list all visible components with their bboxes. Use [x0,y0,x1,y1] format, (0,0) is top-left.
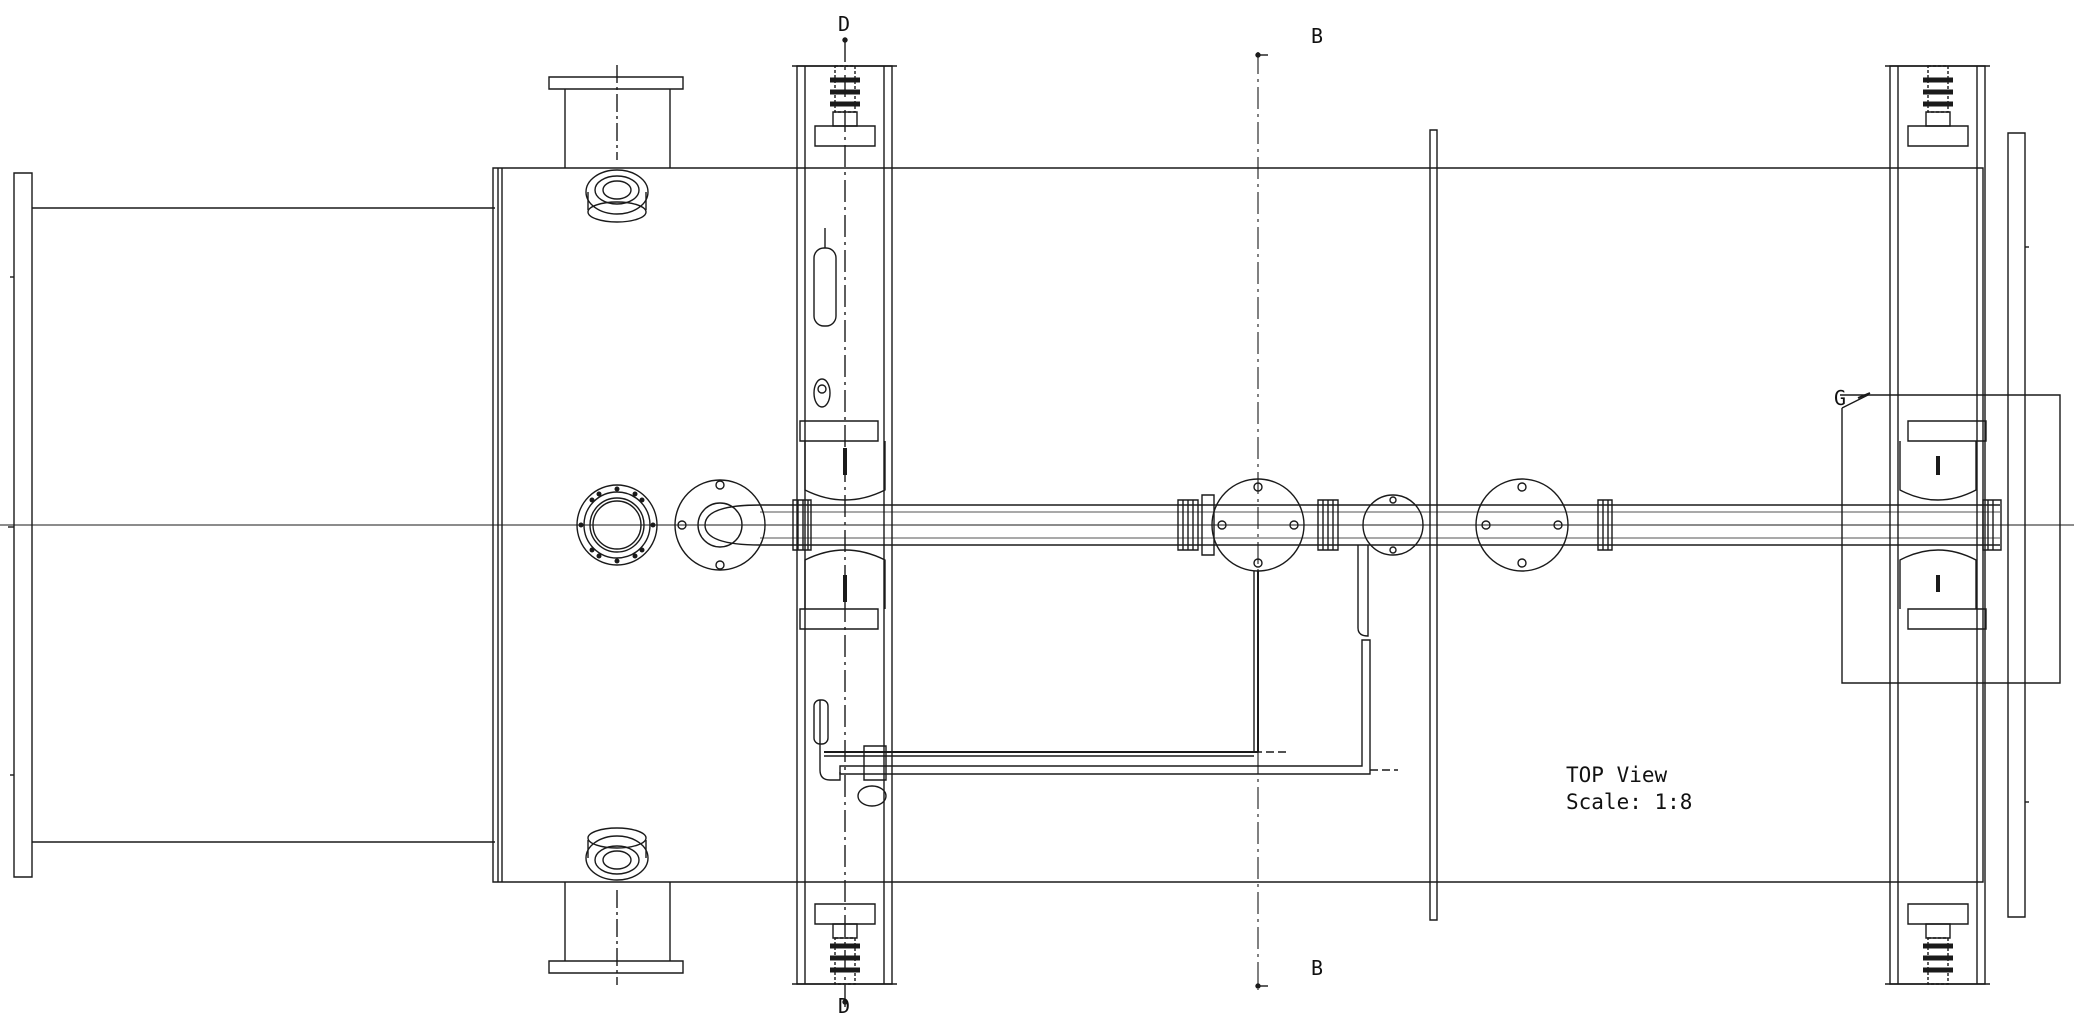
section-label-d-bottom: D [838,994,851,1018]
section-line-d [843,38,847,1004]
right-support-frame [1885,66,1990,984]
baffle-plate [1430,130,1437,920]
section-line-b [1256,52,1268,990]
left-support-frame [792,40,897,1010]
detail-g-boundary [1840,393,2060,683]
bottom-nozzle [549,828,683,985]
section-label-b-top: B [1311,24,1324,48]
section-label-d-top: D [838,12,851,36]
section-label-b-bottom: B [1311,956,1324,980]
detail-label-g: G [1834,386,1847,410]
main-pipe [675,479,2001,571]
right-end-plate [2008,133,2029,917]
scale-note: Scale: 1:8 [1566,790,1693,814]
top-nozzle [549,65,683,222]
view-title: TOP View [1566,763,1668,787]
instrument-piping [814,545,1398,806]
